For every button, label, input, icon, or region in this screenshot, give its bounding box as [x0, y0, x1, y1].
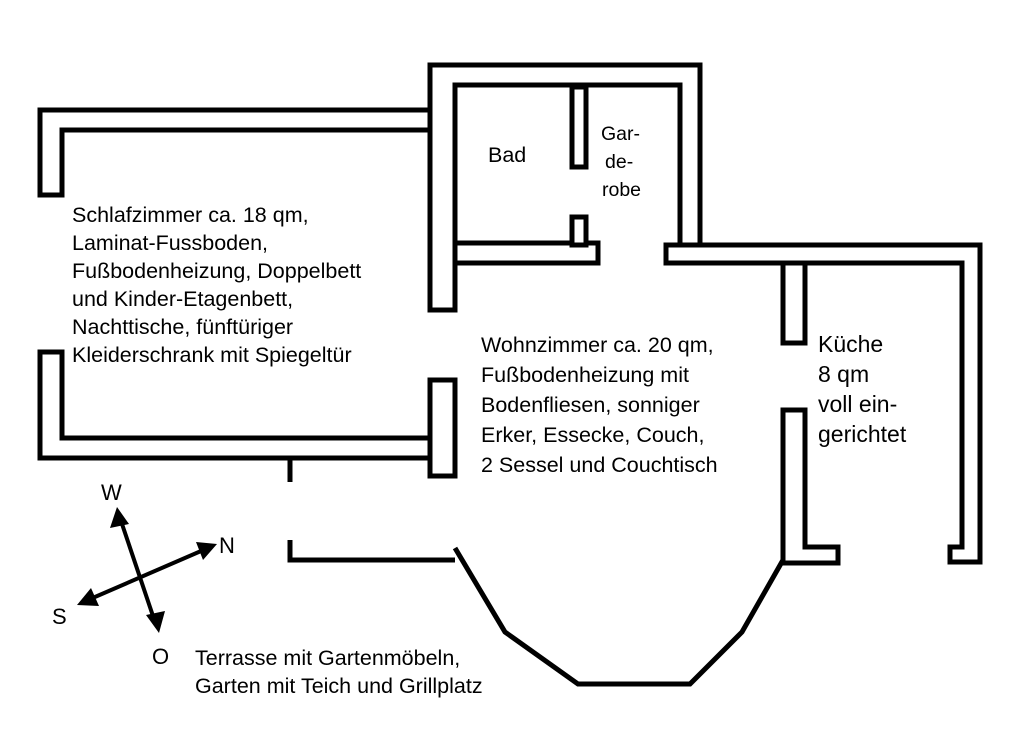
compass: W N S O: [52, 480, 235, 669]
garderobe-partition-lower: [569, 214, 589, 248]
bay-window-wall: [452, 546, 786, 687]
garderobe-partition-upper: [569, 84, 589, 170]
kitchen-line-3: voll ein-: [818, 391, 897, 417]
living-room-line-2: Fußbodenheizung mit: [481, 363, 689, 387]
compass-arrow-east-icon: [146, 611, 165, 633]
bedroom-wall-bottom: [37, 349, 458, 461]
bedroom-line-2: Laminat-Fussboden,: [72, 231, 268, 255]
bedroom-line-1: Schlafzimmer ca. 18 qm,: [72, 203, 309, 227]
living-room-line-5: 2 Sessel und Couchtisch: [481, 453, 718, 477]
garderobe-line-1: Gar-: [601, 123, 640, 145]
garderobe-line-2: de-: [605, 151, 633, 173]
kitchen-wall-upper-stub: [780, 260, 808, 346]
compass-label-south: S: [52, 604, 67, 629]
bedroom-line-6: Kleiderschrank mit Spiegeltür: [72, 343, 352, 367]
kitchen-line-4: gerichtet: [818, 421, 907, 447]
bath-wall-bottom: [452, 240, 601, 266]
terrace-wall: [287, 540, 455, 563]
living-room-line-4: Erker, Essecke, Couch,: [481, 423, 704, 447]
terrace-line-1: Terrasse mit Gartenmöbeln,: [195, 646, 460, 670]
living-room-wall-stub: [427, 377, 458, 479]
compass-label-west: W: [101, 480, 122, 505]
terrace-line-2: Garten mit Teich und Grillplatz: [195, 674, 483, 698]
kitchen-line-1: Küche: [818, 331, 883, 357]
compass-arrow-south-icon: [77, 588, 99, 606]
bath-label: Bad: [488, 143, 526, 167]
compass-axis-south-north: [87, 546, 209, 602]
bedroom-description: Schlafzimmer ca. 18 qm, Laminat-Fussbode…: [72, 203, 367, 367]
compass-label-north: N: [219, 533, 235, 558]
kitchen-description: Küche 8 qm voll ein- gerichtet: [818, 331, 907, 447]
living-room-line-3: Bodenfliesen, sonniger: [481, 393, 700, 417]
compass-axis-west-east: [118, 517, 157, 623]
bedroom-wall-top: [37, 107, 433, 198]
living-room-description: Wohnzimmer ca. 20 qm, Fußbodenheizung mi…: [481, 333, 720, 477]
compass-arrow-west-icon: [110, 507, 129, 528]
compass-label-east: O: [152, 644, 169, 669]
garderobe-line-3: robe: [602, 179, 641, 201]
terrace-description: Terrasse mit Gartenmöbeln, Garten mit Te…: [195, 646, 483, 698]
kitchen-wall-outer: [663, 242, 983, 565]
compass-arrow-north-icon: [196, 542, 217, 560]
kitchen-line-2: 8 qm: [818, 361, 869, 387]
bedroom-line-3: Fußbodenheizung, Doppelbett: [72, 259, 361, 283]
bath-wall-outer: [427, 62, 703, 313]
garderobe-label: Gar- de- robe: [601, 123, 645, 201]
bedroom-line-4: und Kinder-Etagenbett,: [72, 287, 293, 311]
living-room-line-1: Wohnzimmer ca. 20 qm,: [481, 333, 714, 357]
bedroom-line-5: Nachttische, fünftüriger: [72, 315, 293, 339]
